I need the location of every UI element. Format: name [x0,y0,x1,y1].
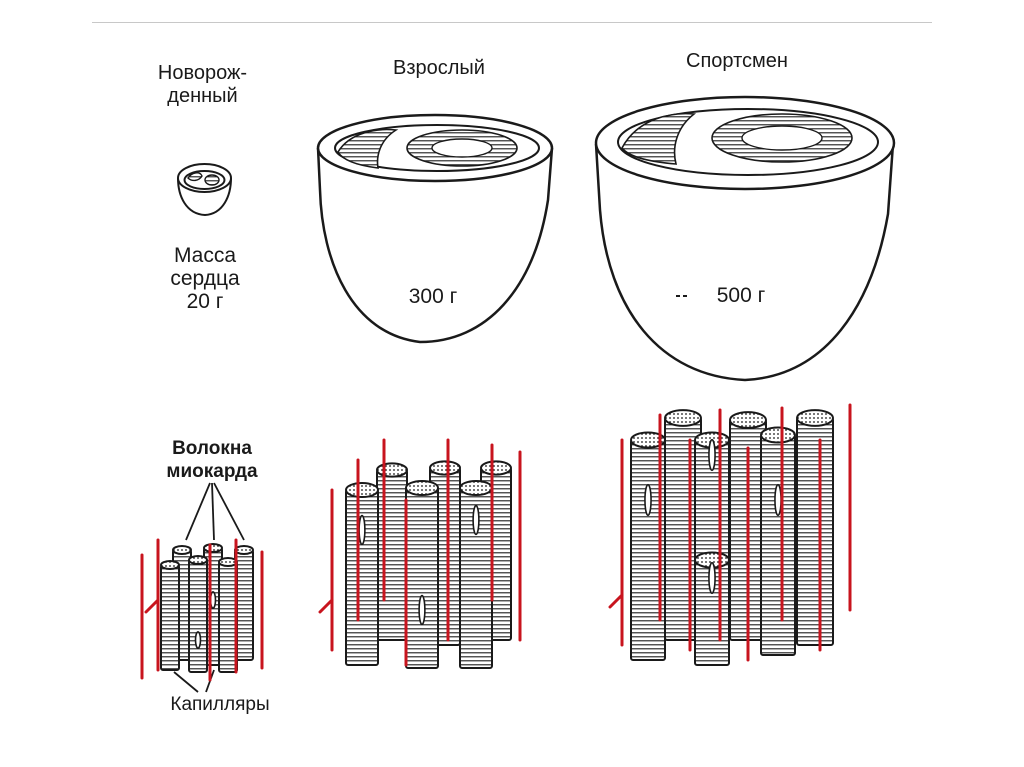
adult-fiber-bundle [320,440,520,668]
capillary-pointer-lines [174,670,214,692]
newborn-fiber [219,558,237,672]
newborn-fiber-bundle [142,540,262,680]
newborn-capillary [146,540,158,670]
athlete-fiber-bundle [610,405,850,665]
adult-fiber [460,481,492,668]
athlete-heart [596,97,894,380]
adult-fiber [406,481,438,668]
adult-fiber [346,483,378,665]
adult-fiber [377,463,407,640]
adult-capillary [320,490,332,650]
fiber-pointer-lines [186,483,244,540]
athlete-fiber [797,410,833,645]
athlete-heart-mass: 500 г [717,284,766,307]
athlete-fiber [761,428,795,655]
newborn-heart [178,164,231,215]
newborn-fiber [189,556,207,672]
athlete-capillary [610,440,622,645]
athlete-fiber [695,553,729,665]
fiber-groups [142,405,850,680]
newborn-fiber [161,561,179,670]
adult-heart-mass: 300 г [409,285,458,308]
